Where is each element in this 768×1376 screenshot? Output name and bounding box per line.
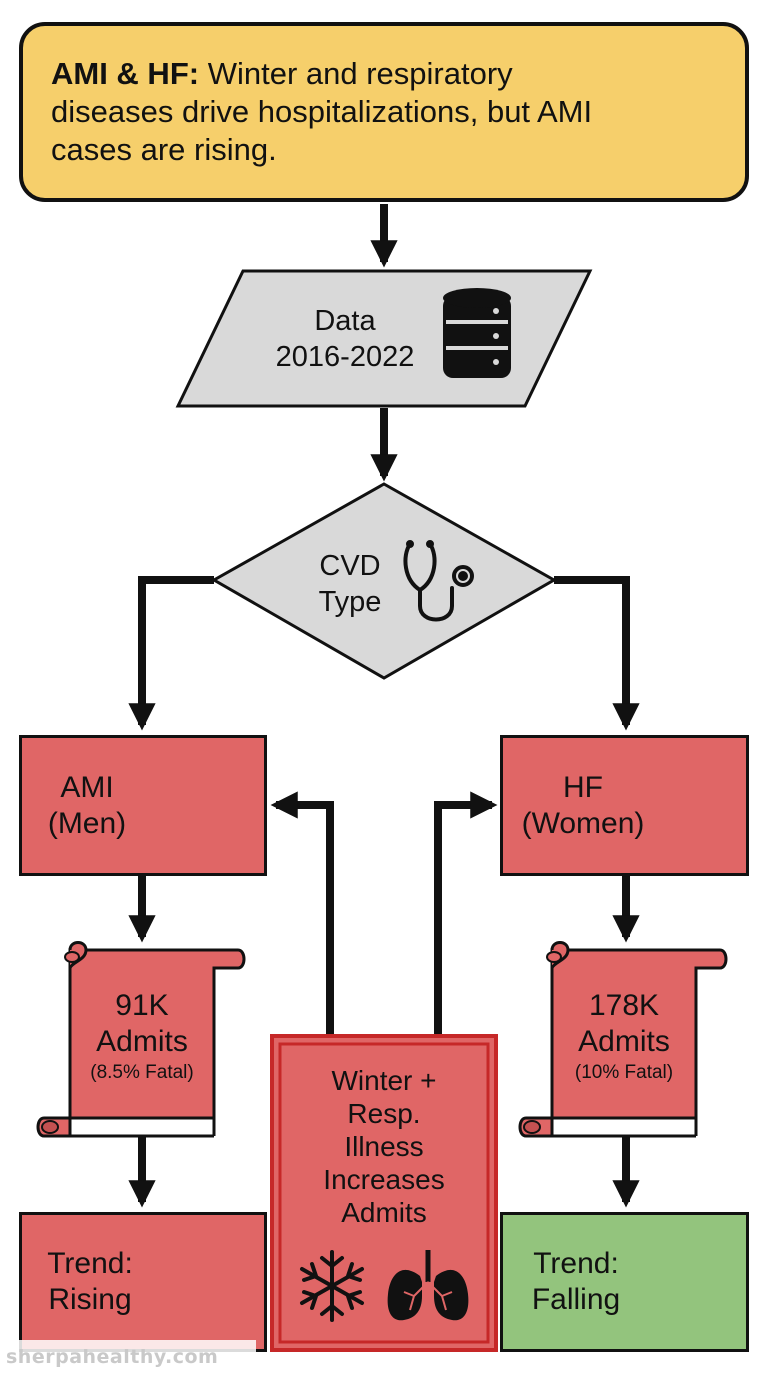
watermark: sherpahealthy.com <box>0 1340 256 1374</box>
ami-admits-fatal: (8.5% Fatal) <box>90 1062 194 1083</box>
hf-admits-word: Admits <box>578 1025 670 1058</box>
hf-node: HF (Women) <box>500 735 749 876</box>
ami-trend-line2: Rising <box>48 1283 132 1316</box>
hf-admits-value: 178K <box>588 989 660 1022</box>
data-node-line2: 2016-2022 <box>275 341 415 373</box>
ami-trend-node: Trend: Rising <box>19 1212 267 1352</box>
summary-banner: AMI & HF: Winter and respiratory disease… <box>19 22 749 202</box>
arrow-winter-to-hf <box>434 791 498 1036</box>
snowflake-icon <box>300 1250 364 1322</box>
winter-line2: Resp. <box>347 1098 421 1129</box>
hf-trend-node: Trend: Falling <box>500 1212 749 1352</box>
ami-admits-value: 91K <box>115 989 169 1022</box>
ami-line1: AMI <box>60 770 114 804</box>
database-icon <box>443 288 511 378</box>
ami-admits-word: Admits <box>96 1025 188 1058</box>
hf-line1: HF <box>563 770 603 804</box>
hf-trend-line1: Trend: <box>533 1247 619 1280</box>
decision-node-shape <box>210 482 558 680</box>
hf-node-label: HF (Women) <box>503 770 663 842</box>
ami-line2: (Men) <box>47 806 127 840</box>
winter-line1: Winter + <box>331 1065 437 1096</box>
ami-trend-line1: Trend: <box>47 1247 133 1280</box>
arrow-decision-to-ami <box>128 576 214 731</box>
winter-line3: Illness <box>344 1131 424 1162</box>
ami-trend-label: Trend: Rising <box>22 1246 158 1318</box>
hf-line2: (Women) <box>521 806 645 840</box>
arrow-winter-to-ami <box>270 791 334 1036</box>
connector-arrows <box>128 204 640 1208</box>
winter-line5: Admits <box>341 1197 427 1228</box>
summary-bold: AMI & HF: <box>51 56 200 91</box>
winter-line4: Increases <box>323 1164 445 1195</box>
hf-admits-label: 178K Admits (10% Fatal) <box>552 988 696 1086</box>
ami-node: AMI (Men) <box>19 735 267 876</box>
data-node-line1: Data <box>314 305 376 337</box>
decision-node-label: CVD Type <box>300 548 400 620</box>
stethoscope-icon <box>403 540 474 622</box>
ami-admits-label: 91K Admits (8.5% Fatal) <box>70 988 214 1086</box>
lungs-icon <box>387 1250 469 1321</box>
decision-line1: CVD <box>319 550 381 582</box>
arrow-decision-to-hf <box>554 576 640 731</box>
hf-trend-line2: Falling <box>531 1283 621 1316</box>
ami-admits-scroll <box>36 941 246 1138</box>
data-node-label: Data 2016-2022 <box>250 303 440 375</box>
hf-admits-fatal: (10% Fatal) <box>574 1062 674 1083</box>
decision-line2: Type <box>318 586 382 618</box>
summary-text: AMI & HF: Winter and respiratory disease… <box>51 55 621 169</box>
hf-trend-label: Trend: Falling <box>503 1246 649 1318</box>
hf-admits-scroll <box>518 941 728 1138</box>
summary-rest: Winter and respiratory diseases drive ho… <box>51 56 593 167</box>
winter-node-label: Winter + Resp. Illness Increases Admits <box>282 1064 486 1229</box>
ami-node-label: AMI (Men) <box>22 770 152 842</box>
